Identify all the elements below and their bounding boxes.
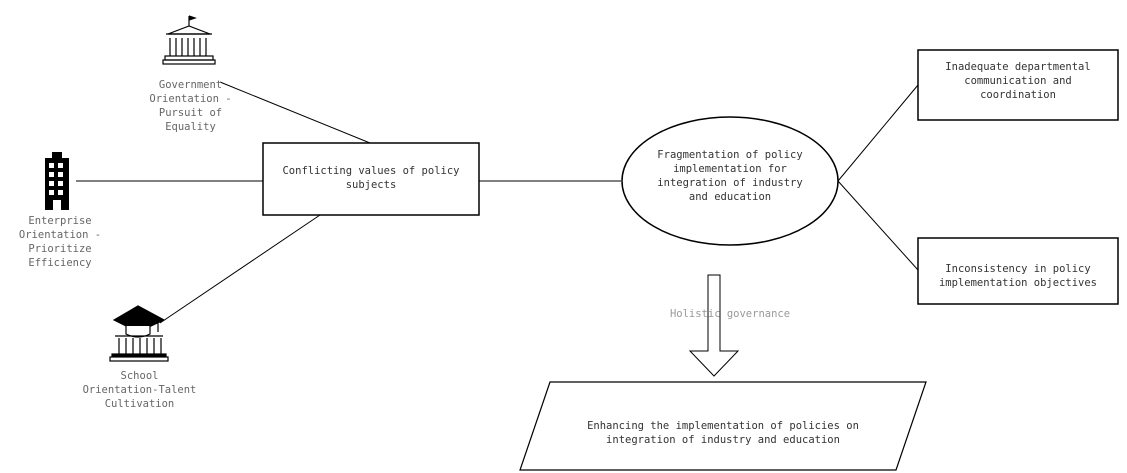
connector-ellipse-to-bottom-box: [837, 180, 919, 271]
ellipse-label: Fragmentation of policy implementation f…: [657, 149, 803, 203]
fragmentation-ellipse: [621, 116, 839, 246]
connector-government-to-center: [219, 81, 371, 144]
right-box-top: [917, 49, 1119, 121]
center-box: [262, 142, 480, 216]
office-building-icon: [45, 152, 69, 210]
right-box-top-label: Inadequate departmental communication an…: [945, 61, 1091, 101]
government-label: Government Orientation - Pursuit of Equa…: [149, 79, 232, 133]
enterprise-label: Enterprise Orientation - Prioritize Effi…: [18, 215, 102, 269]
result-box-label: Enhancing the implementation of policies…: [587, 420, 859, 446]
right-box-bottom: [917, 237, 1119, 305]
right-box-bottom-label: Inconsistency in policy implementation o…: [938, 263, 1098, 289]
center-box-label: Conflicting values of policy subjects: [282, 165, 460, 191]
result-parallelogram: [519, 381, 927, 471]
school-label: School Orientation-Talent Cultivation: [82, 370, 197, 410]
government-building-icon: [162, 15, 216, 65]
arrow-label: Holistic governance: [669, 308, 791, 320]
down-arrow: [688, 274, 740, 377]
connector-school-to-center: [159, 214, 321, 324]
connector-ellipse-to-top-box: [837, 84, 919, 182]
school-graduation-icon: [109, 305, 169, 362]
